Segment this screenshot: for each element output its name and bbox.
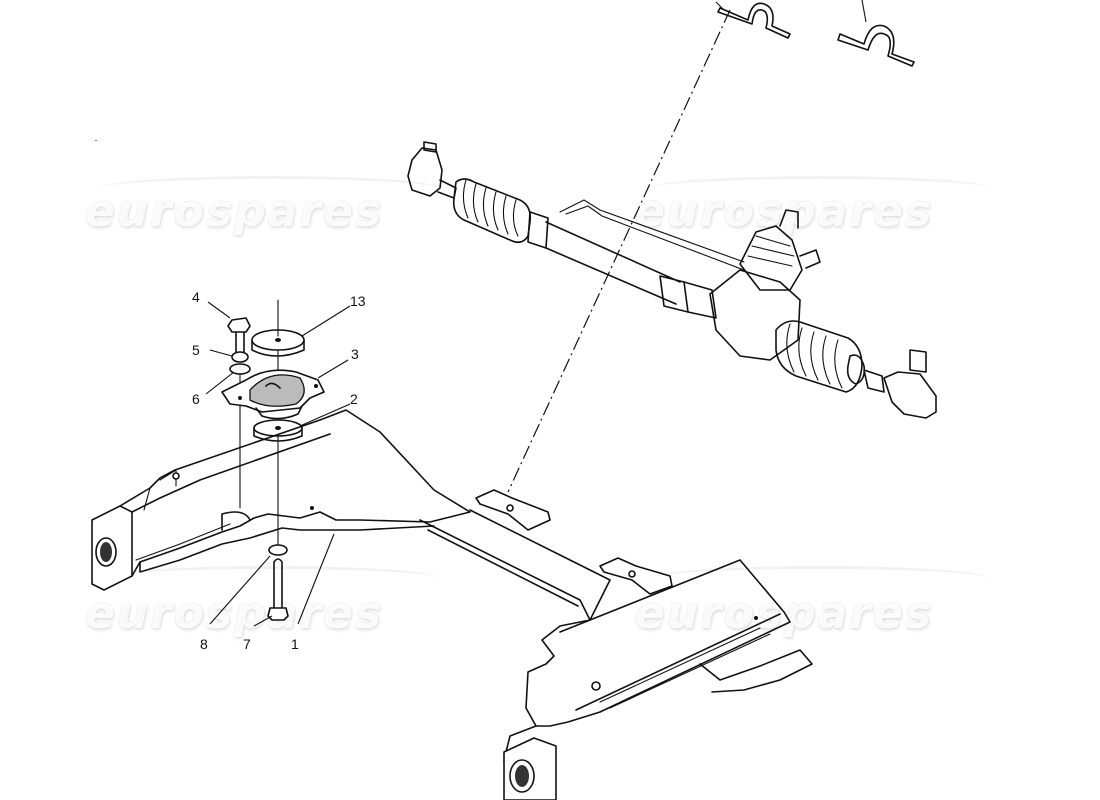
callout-3: 3	[351, 346, 359, 362]
rubber-mount-3	[221, 369, 325, 420]
watermark-text: eurospares	[635, 186, 934, 237]
long-bolt-7	[267, 558, 289, 621]
bolt-4	[227, 317, 251, 353]
upper-pad-13	[251, 299, 305, 357]
lower-pad-2	[253, 419, 303, 442]
spring-washer-5	[231, 351, 249, 363]
callout-13: 13	[350, 293, 366, 309]
callout-1: 1	[291, 636, 299, 652]
callout-5: 5	[192, 342, 200, 358]
watermark-swoosh	[650, 566, 990, 591]
watermark-text: eurospares	[635, 588, 934, 639]
assembly-centerline	[507, 9, 731, 493]
watermark-swoosh	[650, 176, 990, 201]
callout-2: 2	[350, 391, 358, 407]
watermark-text: eurospares	[85, 588, 384, 639]
callout-7: 7	[243, 636, 251, 652]
callout-4: 4	[192, 289, 200, 305]
watermark-text: eurospares	[85, 186, 384, 237]
front-crossmember	[91, 409, 813, 800]
steering-rack	[407, 141, 937, 419]
watermark-swoosh	[100, 176, 440, 201]
washer-8	[268, 544, 288, 556]
callout-6: 6	[192, 391, 200, 407]
rack-clamp-right	[837, 0, 915, 67]
callout-8: 8	[200, 636, 208, 652]
rack-clamp-left	[715, 1, 791, 39]
watermark-swoosh	[100, 566, 440, 591]
